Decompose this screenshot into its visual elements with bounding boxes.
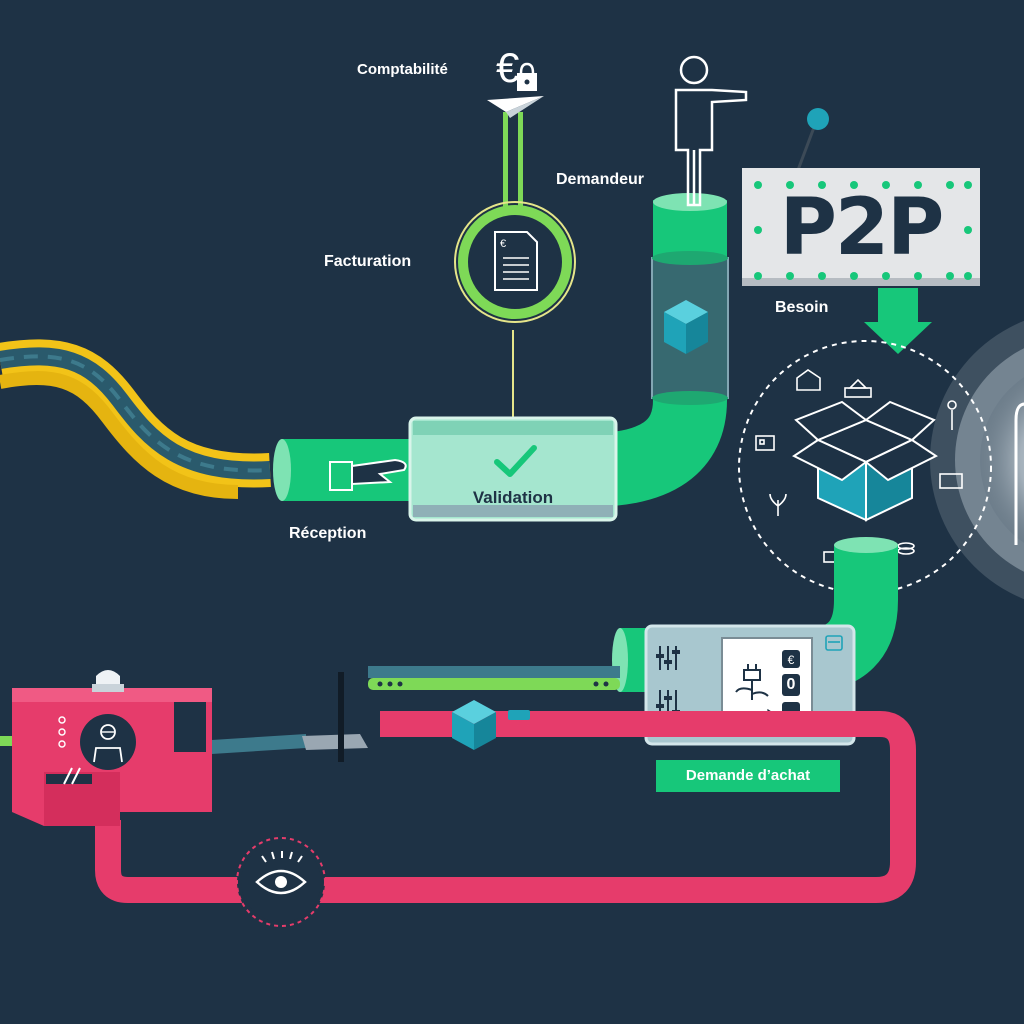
siren-light-icon (92, 670, 124, 692)
label-validation: Validation (472, 488, 554, 507)
p2p-sign (742, 108, 980, 286)
house-icon (796, 369, 821, 391)
euro-icon: € (496, 44, 519, 91)
svg-text:€: € (500, 238, 506, 250)
teal-conveyor (368, 666, 620, 690)
pink-loop-pipe (95, 711, 916, 903)
glow-sphere (930, 320, 1024, 600)
arrow-down-icon (864, 288, 932, 354)
label-facturation: Facturation (324, 253, 412, 270)
invoice-icon: € (494, 231, 538, 291)
label-demandeur: Demandeur (556, 171, 645, 188)
p2p-sign-text: P2P (779, 183, 945, 273)
building-icon (755, 435, 775, 451)
cube-icon (664, 300, 708, 354)
hand-icon (329, 458, 407, 491)
label-comptabilite: Comptabilité (357, 61, 448, 78)
paper-plane-icon (487, 96, 544, 118)
basket-icon (825, 635, 843, 651)
svg-text:€: € (496, 44, 519, 91)
label-reception: Réception (289, 525, 367, 542)
monitor-icon (939, 473, 963, 489)
worker-icon (947, 400, 957, 430)
open-box-icon (792, 400, 938, 522)
svg-text:€: € (788, 653, 795, 667)
coins-icon (897, 542, 915, 555)
factory-icon (844, 378, 872, 398)
validation-box (408, 416, 618, 522)
floating-cube (452, 700, 530, 750)
label-demande-achat: Demande d’achat (656, 760, 840, 792)
yellow-conveyor (0, 339, 271, 499)
operator-icon (80, 714, 136, 770)
eye-icon (236, 837, 326, 927)
plant-icon (769, 493, 787, 516)
needs-circle (738, 340, 992, 594)
label-besoin: Besoin (775, 299, 829, 316)
person-icon (674, 55, 748, 207)
checkmark-icon (494, 445, 537, 477)
counter-value: 0 (786, 676, 796, 693)
plug-plant-icon (735, 664, 769, 700)
lock-icon (517, 62, 537, 91)
